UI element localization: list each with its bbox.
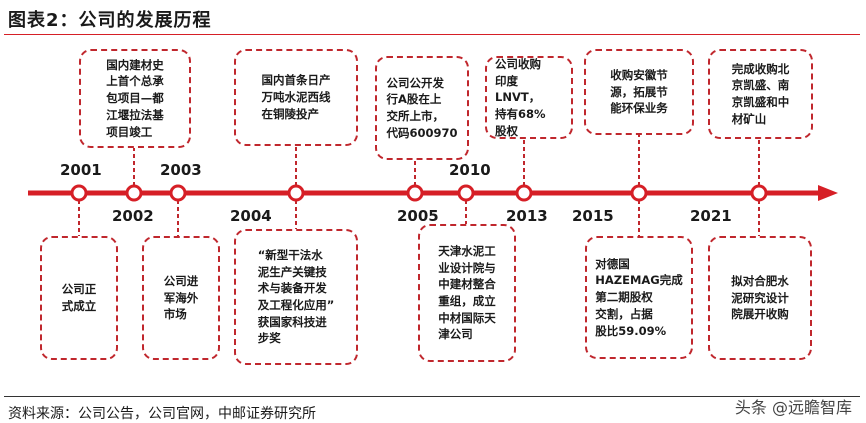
year-label-2013: 2013: [506, 207, 548, 225]
event-text: 公司进 军海外 市场: [163, 273, 199, 322]
event-text: 天津水泥工 业设计院与 中建材整合 重组，成立 中材国际天 津公司: [438, 243, 496, 342]
event-box-2002: 国内建材史 上首个总承 包项目—都 江堰拉法基 项目竣工: [79, 49, 191, 148]
event-text: “新型干法水 泥生产关键技 术与装备开发 及工程化应用” 获国家科技进 步奖: [257, 247, 335, 346]
event-box-2021-top: 完成收购北 京凯盛、南 京凯盛和中 材矿山: [708, 49, 813, 139]
event-box-2010: 天津水泥工 业设计院与 中建材整合 重组，成立 中材国际天 津公司: [418, 224, 516, 362]
footer-rule: [4, 396, 860, 397]
event-box-2015-bottom: 对德国 HAZEMAG完成 第二期股权 交割，占据 股比59.09%: [585, 236, 693, 359]
milestone-2013: [515, 184, 533, 202]
year-label-2003: 2003: [160, 161, 202, 179]
milestone-2001: [70, 184, 88, 202]
event-box-2005: 公司公开发 行A股在上 交所上市， 代码600970: [375, 56, 469, 160]
milestone-2005: [406, 184, 424, 202]
milestone-2015: [630, 184, 648, 202]
year-label-2001: 2001: [60, 161, 102, 179]
milestone-2004: [287, 184, 305, 202]
event-box-2015-top: 收购安徽节 源，拓展节 能环保业务: [584, 49, 694, 135]
event-box-2013: 公司收购 印度LNVT， 持有68% 股权: [485, 56, 573, 139]
milestone-2002: [125, 184, 143, 202]
event-box-2021-bottom: 拟对合肥水 泥研究设计 院展开收购: [708, 236, 812, 360]
event-text: 拟对合肥水 泥研究设计 院展开收购: [731, 273, 789, 322]
event-text: 国内建材史 上首个总承 包项目—都 江堰拉法基 项目竣工: [106, 57, 164, 139]
event-text: 公司正 式成立: [61, 282, 97, 313]
timeline-arrowhead: [818, 185, 838, 201]
title-rule: [4, 34, 860, 35]
event-text: 公司公开发 行A股在上 交所上市， 代码600970: [386, 75, 458, 140]
event-box-2003: 公司进 军海外 市场: [142, 236, 220, 360]
event-text: 公司收购 印度LNVT， 持有68% 股权: [495, 56, 546, 138]
event-text: 对德国 HAZEMAG完成 第二期股权 交割，占据 股比59.09%: [595, 256, 683, 338]
milestone-2010: [457, 184, 475, 202]
year-label-2015: 2015: [572, 207, 614, 225]
source-note: 资料来源：公司公告，公司官网，中邮证券研究所: [8, 406, 316, 422]
milestone-2003: [169, 184, 187, 202]
event-box-2004-bottom: “新型干法水 泥生产关键技 术与装备开发 及工程化应用” 获国家科技进 步奖: [234, 229, 358, 365]
watermark: 头条 @远瞻智库: [734, 398, 852, 417]
year-label-2002: 2002: [112, 207, 154, 225]
event-box-2004-top: 国内首条日产 万吨水泥西线 在铜陵投产: [234, 49, 358, 146]
year-label-2010: 2010: [449, 161, 491, 179]
year-label-2004: 2004: [230, 207, 272, 225]
milestone-2021: [750, 184, 768, 202]
event-text: 国内首条日产 万吨水泥西线 在铜陵投产: [261, 73, 331, 121]
year-label-2021: 2021: [690, 207, 732, 225]
event-box-2001: 公司正 式成立: [40, 236, 118, 360]
figure-title: 图表2：公司的发展历程: [8, 10, 212, 31]
event-text: 收购安徽节 源，拓展节 能环保业务: [610, 67, 668, 116]
event-text: 完成收购北 京凯盛、南 京凯盛和中 材矿山: [731, 61, 790, 126]
year-label-2005: 2005: [397, 207, 439, 225]
